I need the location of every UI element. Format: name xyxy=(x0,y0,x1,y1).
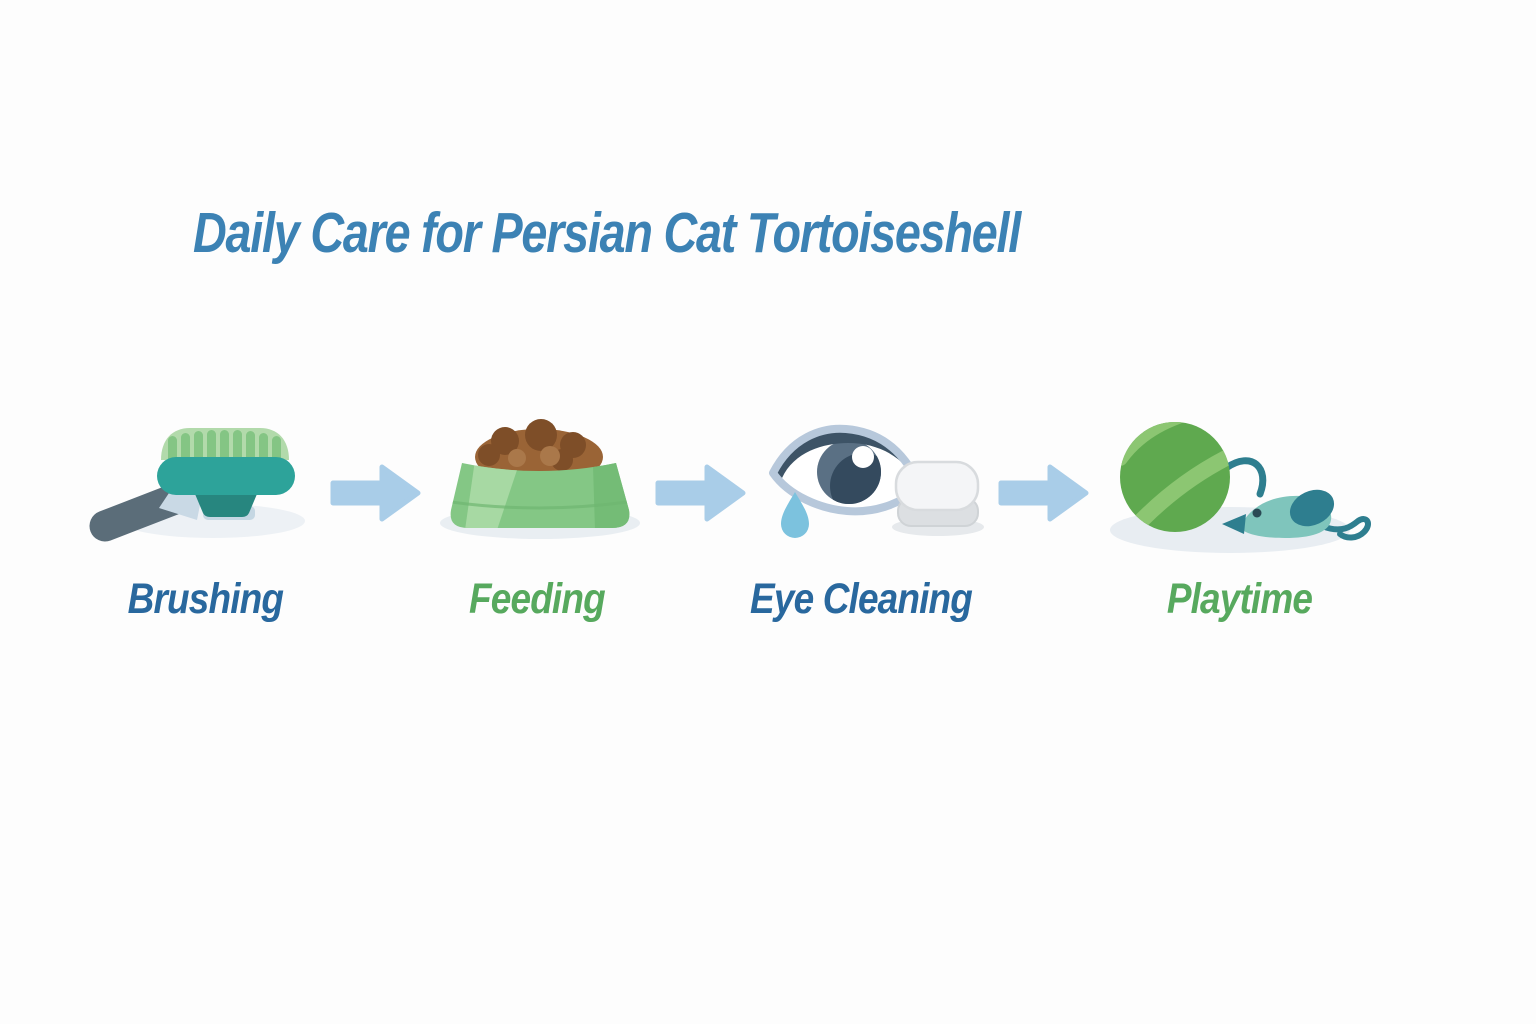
step-eye-cleaning: Eye Cleaning xyxy=(736,400,986,624)
arrow-right-icon xyxy=(996,456,1092,535)
food-bowl-icon xyxy=(417,400,657,555)
step-feeding: Feeding xyxy=(417,400,657,624)
arrow-right-icon xyxy=(653,456,749,535)
yarn-ball-and-mouse-icon xyxy=(1100,400,1378,555)
step-brushing: Brushing xyxy=(85,400,325,624)
page-title: Daily Care for Persian Cat Tortoiseshell xyxy=(193,201,1021,265)
step-playtime: Playtime xyxy=(1100,400,1378,624)
arrow-right-icon xyxy=(328,456,424,535)
step-label-brushing: Brushing xyxy=(127,575,283,623)
step-label-feeding: Feeding xyxy=(469,575,606,623)
brush-icon xyxy=(85,400,325,555)
step-label-eye-cleaning: Eye Cleaning xyxy=(750,575,973,623)
eye-cleaning-icon xyxy=(736,400,986,555)
step-label-playtime: Playtime xyxy=(1166,575,1312,623)
